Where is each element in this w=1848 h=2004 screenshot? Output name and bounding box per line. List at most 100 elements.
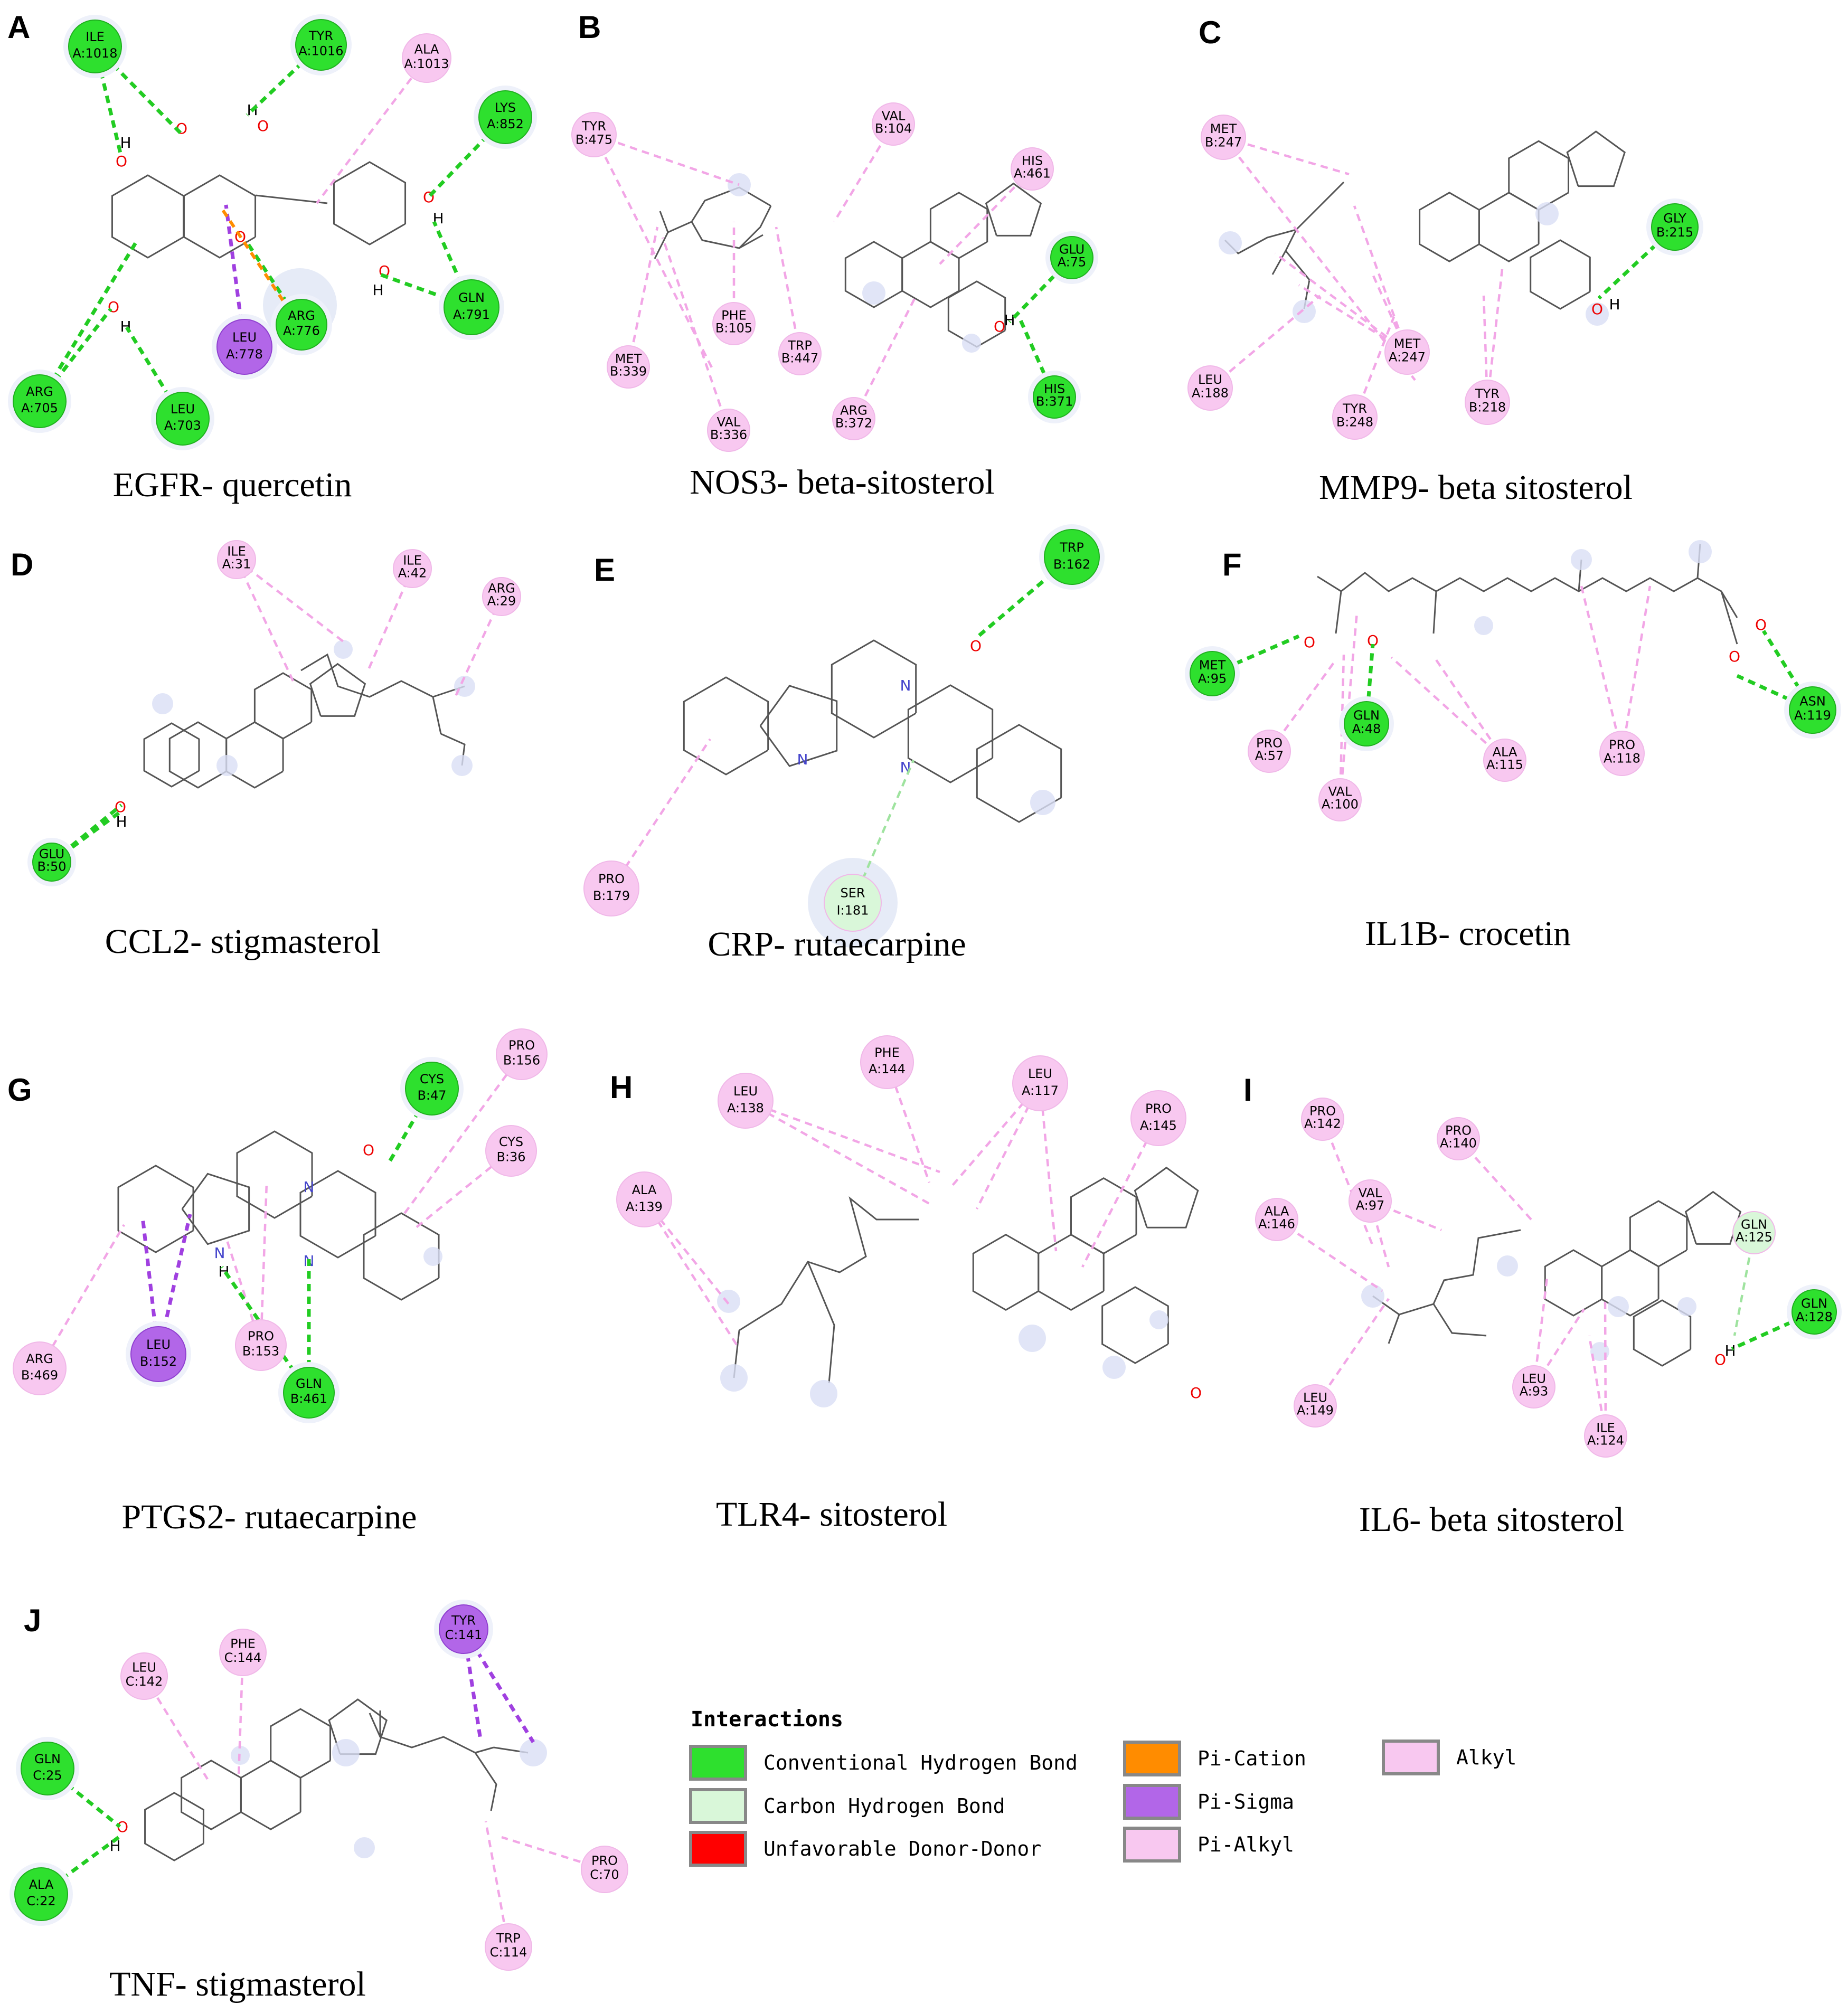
legend-item: Pi-Sigma: [1123, 1784, 1294, 1820]
panel-caption: CCL2- stigmasterol: [105, 922, 381, 961]
residue-name: CYS: [499, 1135, 523, 1149]
residue-name: LEU: [132, 1660, 156, 1675]
residue-chain-id: C:142: [126, 1674, 163, 1689]
interaction-line: [237, 1652, 244, 1777]
ligand-stigmasterol-ccl2: OH: [115, 640, 475, 830]
residue-circle: [402, 33, 451, 83]
interaction-line: [224, 204, 247, 347]
legend-title: Interactions: [691, 1707, 843, 1732]
residue-name: PRO: [1256, 735, 1283, 750]
residue-name: ALA: [1493, 744, 1517, 759]
residue-chain-id: A:142: [1304, 1117, 1341, 1131]
panel-letter: I: [1243, 1072, 1252, 1108]
residue-name: TYR: [1475, 386, 1500, 401]
interaction-line: [1209, 295, 1321, 389]
residue-chain-id: C:25: [33, 1768, 62, 1783]
legend-label: Pi-Cation: [1198, 1747, 1306, 1770]
interaction-line: [643, 1198, 730, 1305]
interaction-line: [1369, 1200, 1390, 1268]
residue-chain-id: A:140: [1440, 1136, 1477, 1151]
interaction-line: [1039, 1083, 1058, 1252]
residue-name: LEU: [1522, 1371, 1546, 1386]
residue-circle: [1651, 203, 1699, 251]
residue-circle: [235, 1319, 287, 1371]
residue-name: PRO: [1145, 1101, 1172, 1116]
panel-caption: TNF- stigmasterol: [109, 1965, 366, 2003]
residue-circle: [1033, 375, 1076, 419]
residue-chain-id: A:776: [283, 324, 320, 338]
interaction-line: [1338, 654, 1345, 800]
panel-letter: B: [578, 10, 601, 45]
interaction-line: [975, 1082, 1042, 1210]
residue-circle: [439, 1604, 488, 1654]
residue-circle: [1792, 1289, 1837, 1335]
residue-circle: [1344, 701, 1389, 746]
residue-circle: [1584, 1414, 1627, 1458]
residue-chain-id: A:461: [1014, 166, 1051, 181]
legend-label: Unfavorable Donor-Donor: [763, 1837, 1041, 1860]
interaction-line: [661, 237, 730, 431]
residue-name: ALA: [1265, 1204, 1289, 1218]
residue-name: ASN: [1799, 694, 1826, 709]
residue-chain-id: B:339: [610, 364, 647, 379]
residue-circle: [130, 1326, 186, 1382]
panel-caption: IL6- beta sitosterol: [1359, 1500, 1624, 1539]
residue-chain-id: A:247: [1389, 349, 1426, 364]
legend-label: Pi-Sigma: [1198, 1790, 1294, 1813]
residue-name: SER: [840, 886, 865, 901]
svg-text:O: O: [1190, 1384, 1202, 1402]
residue-chain-id: B:248: [1336, 414, 1373, 429]
ligand-beta-sitosterol-il6: OH: [1361, 1190, 1742, 1368]
residue-chain-id: A:57: [1255, 749, 1284, 763]
interaction-line: [1223, 136, 1350, 176]
residue-name: ALA: [632, 1183, 657, 1197]
legend-item: Unfavorable Donor-Donor: [689, 1831, 1041, 1867]
residue-chain-id: A:188: [1192, 385, 1229, 400]
residue-chain-id: B:50: [37, 859, 66, 874]
residue-circle: [393, 549, 432, 588]
svg-text:O: O: [1304, 634, 1315, 651]
residue-chain-id: B:152: [140, 1354, 177, 1369]
residue-chain-id: A:1016: [298, 44, 343, 59]
svg-text:H: H: [1724, 1342, 1736, 1359]
interaction-line: [316, 57, 428, 204]
interaction-line: [1604, 1298, 1607, 1436]
residue-chain-id: C:70: [590, 1867, 619, 1882]
interaction-line: [1353, 205, 1409, 353]
panel-letter: D: [11, 547, 33, 582]
svg-text:O: O: [1755, 616, 1767, 634]
residue-chain-id: B:47: [417, 1088, 446, 1103]
legend-label: Alkyl: [1456, 1746, 1516, 1769]
residue-name: VAL: [1359, 1185, 1382, 1200]
residue-name: HIS: [1022, 153, 1043, 168]
residue-name: VAL: [1328, 784, 1352, 799]
svg-text:O: O: [1367, 632, 1379, 649]
residue-chain-id: B:153: [242, 1344, 279, 1359]
residue-name: MET: [1394, 336, 1421, 351]
panel-letter: C: [1199, 15, 1221, 50]
interaction-line: [235, 559, 344, 642]
residue-circle: [295, 19, 347, 71]
residue-circle: [1044, 529, 1100, 585]
residue-name: GLN: [296, 1376, 322, 1391]
